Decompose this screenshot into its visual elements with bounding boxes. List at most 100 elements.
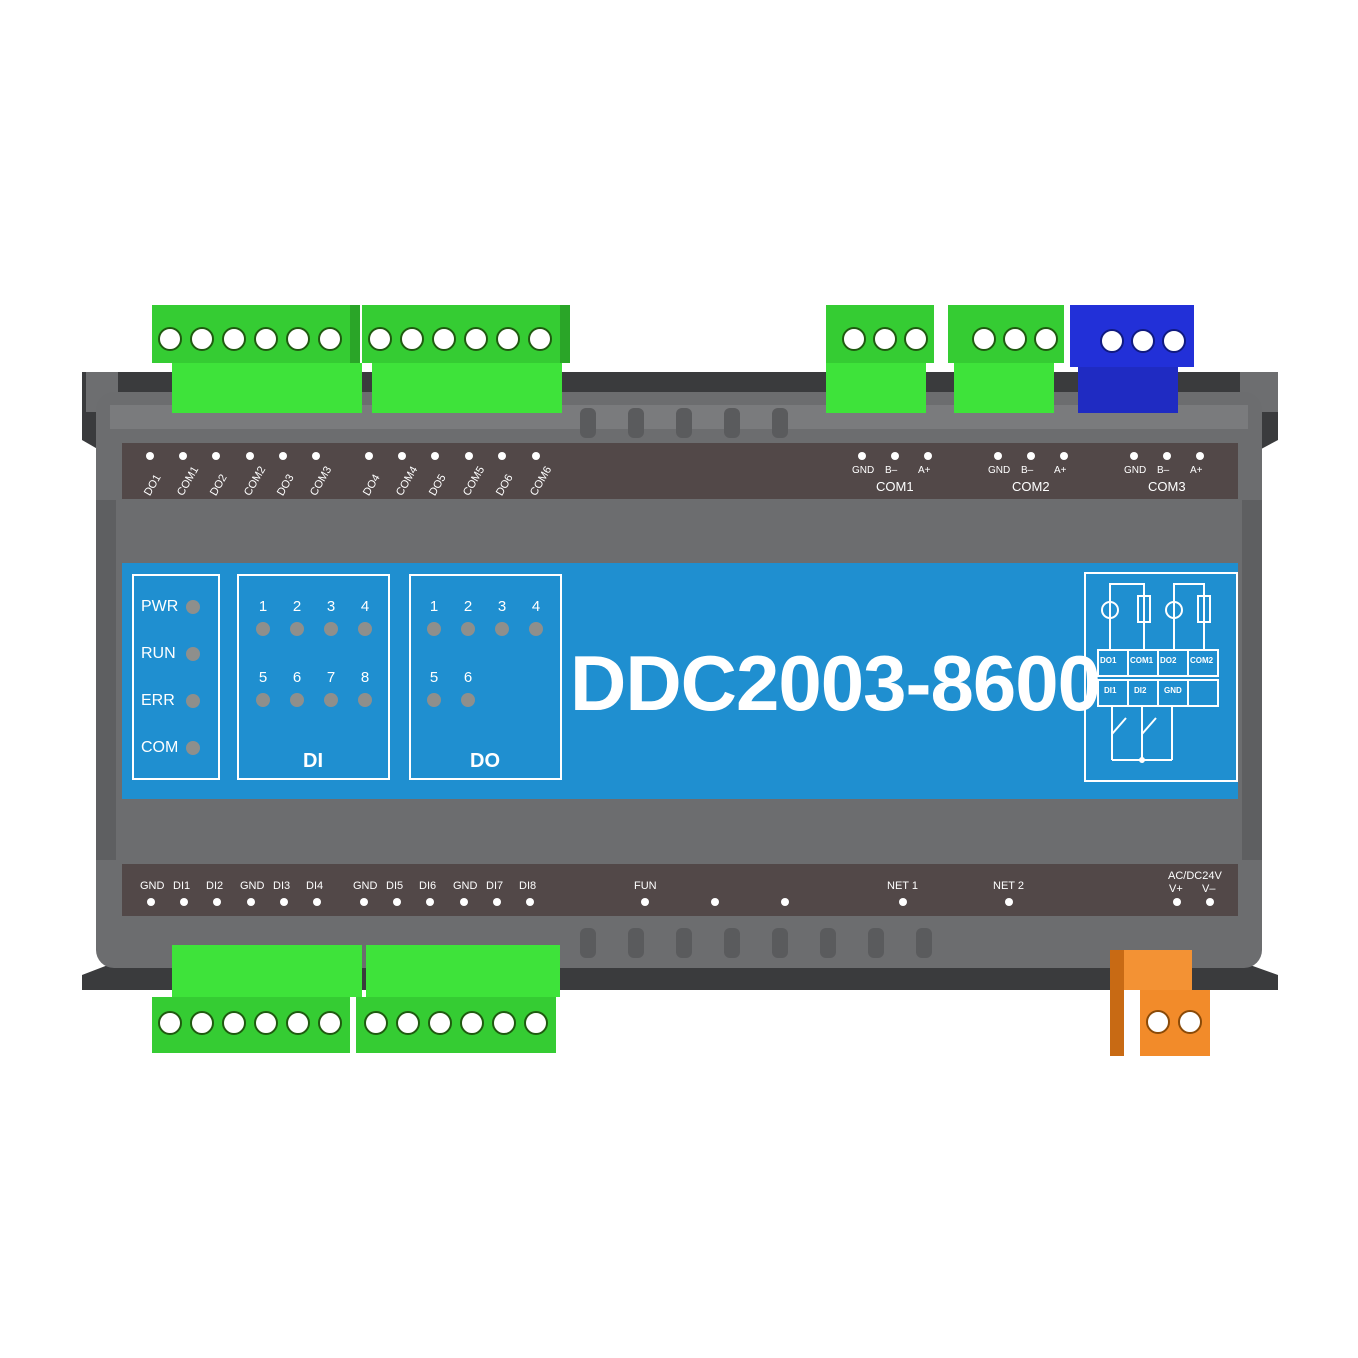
screw-icon[interactable] [460,1011,484,1035]
screw-icon[interactable] [1178,1010,1202,1034]
screw-icon[interactable] [842,327,866,351]
serial-pin-label: A+ [918,465,931,476]
wiring-label: DI1 [1104,686,1117,695]
pin-dot [312,452,320,460]
pin-dot [781,898,789,906]
screw-icon[interactable] [364,1011,388,1035]
screw-icon[interactable] [222,1011,246,1035]
pin-dot [460,898,468,906]
screw-icon[interactable] [1162,329,1186,353]
pin-dot [1005,898,1013,906]
screw-icon[interactable] [873,327,897,351]
wiring-label: GND [1164,686,1182,695]
serial-pin-label: A+ [1054,465,1067,476]
serial-pin-label: GND [852,465,875,476]
bottom-pin-label: DI1 [173,880,191,892]
bottom-pin-label: DI3 [273,880,291,892]
screw-icon[interactable] [318,1011,342,1035]
di-led [256,693,270,707]
status-led-label: PWR [141,598,179,615]
terminal-com2[interactable] [948,305,1066,413]
status-led-label: ERR [141,692,175,709]
do-led [427,622,441,636]
serial-pin-label: A+ [1190,465,1203,476]
do-led [427,693,441,707]
terminal-di-group-2[interactable] [356,945,566,1055]
fun-label: FUN [634,880,657,892]
screw-icon[interactable] [904,327,928,351]
screw-icon[interactable] [286,1011,310,1035]
screw-icon[interactable] [464,327,488,351]
net-label: NET 1 [887,880,918,892]
terminal-do-group-1[interactable] [152,305,362,413]
screw-icon[interactable] [254,1011,278,1035]
do-led [461,693,475,707]
pin-dot [493,898,501,906]
screw-icon[interactable] [222,327,246,351]
pin-dot [313,898,321,906]
bottom-pin-label: DI4 [306,880,324,892]
screw-icon[interactable] [432,327,456,351]
serial-port-label: COM1 [876,479,914,494]
bottom-pin-label: GND [453,880,478,892]
terminal-com3[interactable] [1070,305,1196,413]
screw-icon[interactable] [1146,1010,1170,1034]
screw-icon[interactable] [524,1011,548,1035]
fun-pin [641,898,649,906]
pin-dot [431,452,439,460]
screw-icon[interactable] [528,327,552,351]
di-number: 7 [326,669,336,686]
screw-icon[interactable] [368,327,392,351]
do-led-box [409,574,562,780]
screw-icon[interactable] [492,1011,516,1035]
screw-icon[interactable] [254,327,278,351]
pin-dot [899,898,907,906]
bottom-pin-label: GND [353,880,378,892]
status-led-box [132,574,220,780]
terminal-com1[interactable] [826,305,936,413]
screw-icon[interactable] [396,1011,420,1035]
di-led [324,622,338,636]
screw-icon[interactable] [428,1011,452,1035]
pin-dot [858,452,866,460]
di-title: DI [303,750,323,772]
screw-icon[interactable] [400,327,424,351]
power-pin-label: V– [1202,883,1216,895]
terminal-power[interactable] [1110,950,1212,1056]
di-led [290,622,304,636]
screw-icon[interactable] [318,327,342,351]
pin-dot [465,452,473,460]
status-led [186,600,200,614]
screw-icon[interactable] [190,1011,214,1035]
serial-port-label: COM2 [1012,479,1050,494]
pin-dot [1206,898,1214,906]
pin-dot [498,452,506,460]
bottom-pin-label: DI6 [419,880,437,892]
screw-icon[interactable] [158,1011,182,1035]
screw-icon[interactable] [190,327,214,351]
screw-icon[interactable] [972,327,996,351]
pin-dot [246,452,254,460]
power-pin-label: V+ [1169,883,1183,895]
terminal-di-group-1[interactable] [152,945,362,1055]
di-number: 6 [292,669,302,686]
screw-icon[interactable] [286,327,310,351]
di-number: 3 [326,598,336,615]
screw-icon[interactable] [1003,327,1027,351]
di-led [256,622,270,636]
screw-icon[interactable] [496,327,520,351]
screw-icon[interactable] [158,327,182,351]
pin-dot [711,898,719,906]
screw-icon[interactable] [1100,329,1124,353]
di-led [324,693,338,707]
di-led [358,693,372,707]
screw-icon[interactable] [1131,329,1155,353]
pin-dot [146,452,154,460]
pin-dot [891,452,899,460]
screw-icon[interactable] [1034,327,1058,351]
di-led [290,693,304,707]
terminal-do-group-2[interactable] [362,305,572,413]
pin-dot [1173,898,1181,906]
pin-dot [398,452,406,460]
